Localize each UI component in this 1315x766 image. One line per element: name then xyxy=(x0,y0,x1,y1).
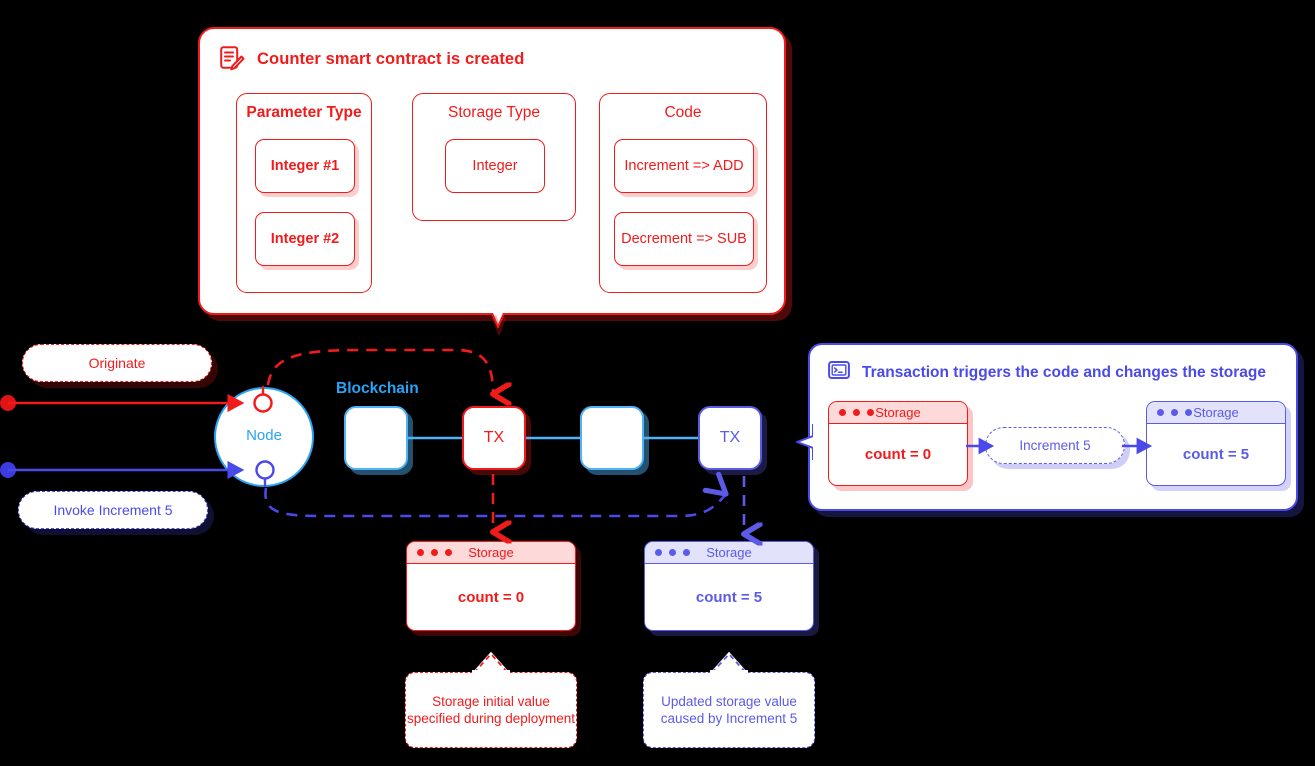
terminal-icon xyxy=(828,359,850,386)
arrow-invoke-to-tx xyxy=(264,471,729,518)
storage-titlebar: Storage xyxy=(645,542,813,564)
storage-window-updated: Storage count = 5 xyxy=(644,541,814,631)
contract-panel: Counter smart contract is created Parame… xyxy=(198,27,786,315)
block-3 xyxy=(580,406,644,470)
storage-value: count = 0 xyxy=(457,588,525,606)
transaction-panel-tail xyxy=(796,424,813,460)
contract-panel-tail xyxy=(480,313,516,335)
chip-decrement-sub: Decrement => SUB xyxy=(614,212,754,266)
storage-window-title: Storage xyxy=(468,545,514,560)
group-title: Code xyxy=(664,104,702,121)
pill-originate[interactable]: Originate xyxy=(22,344,212,382)
window-dots-icon xyxy=(839,409,874,416)
storage-titlebar: Storage xyxy=(407,542,575,564)
storage-window-title: Storage xyxy=(875,405,921,420)
transaction-panel-header: Transaction triggers the code and change… xyxy=(828,359,1266,386)
window-dots-icon xyxy=(417,549,452,556)
chip-integer: Integer xyxy=(445,139,545,193)
contract-panel-title: Counter smart contract is created xyxy=(257,50,525,68)
originate-line-dot xyxy=(0,395,16,411)
invoke-line-dot xyxy=(0,462,16,478)
block-tx-originate: TX xyxy=(462,406,526,470)
storage-window-initial: Storage count = 0 xyxy=(406,541,576,631)
group-storage-type: Storage Type Integer xyxy=(412,93,576,221)
block-tx-invoke: TX xyxy=(698,406,762,470)
storage-value: count = 5 xyxy=(695,588,763,606)
group-title: Parameter Type xyxy=(246,104,362,121)
storage-window-title: Storage xyxy=(1193,405,1239,420)
chip-integer-1: Integer #1 xyxy=(255,139,355,193)
caption-initial-storage: Storage initial value specified during d… xyxy=(405,672,577,748)
storage-titlebar: Storage xyxy=(829,402,967,424)
window-dots-icon xyxy=(1157,409,1192,416)
document-pencil-icon xyxy=(220,46,245,73)
node-label: Node xyxy=(246,427,282,444)
storage-value: count = 5 xyxy=(1182,446,1250,463)
transaction-panel-title: Transaction triggers the code and change… xyxy=(862,363,1266,381)
storage-window-before: Storage count = 0 xyxy=(828,401,968,486)
group-parameter-type: Parameter Type Integer #1 Integer #2 xyxy=(236,93,372,293)
chip-increment-add: Increment => ADD xyxy=(614,139,754,193)
blockchain-label: Blockchain xyxy=(336,380,419,397)
storage-window-title: Storage xyxy=(706,545,752,560)
storage-titlebar: Storage xyxy=(1147,402,1285,424)
group-code: Code Increment => ADD Decrement => SUB xyxy=(599,93,767,293)
storage-value: count = 0 xyxy=(864,446,932,463)
group-title: Storage Type xyxy=(448,104,540,121)
contract-panel-header: Counter smart contract is created xyxy=(220,46,524,73)
caption-updated-storage: Updated storage value caused by Incremen… xyxy=(643,672,815,748)
block-1 xyxy=(344,406,408,470)
pill-increment-operation: Increment 5 xyxy=(985,427,1125,464)
storage-window-after: Storage count = 5 xyxy=(1146,401,1286,486)
window-dots-icon xyxy=(655,549,690,556)
chip-integer-2: Integer #2 xyxy=(255,212,355,266)
pill-invoke-increment[interactable]: Invoke Increment 5 xyxy=(18,491,208,529)
